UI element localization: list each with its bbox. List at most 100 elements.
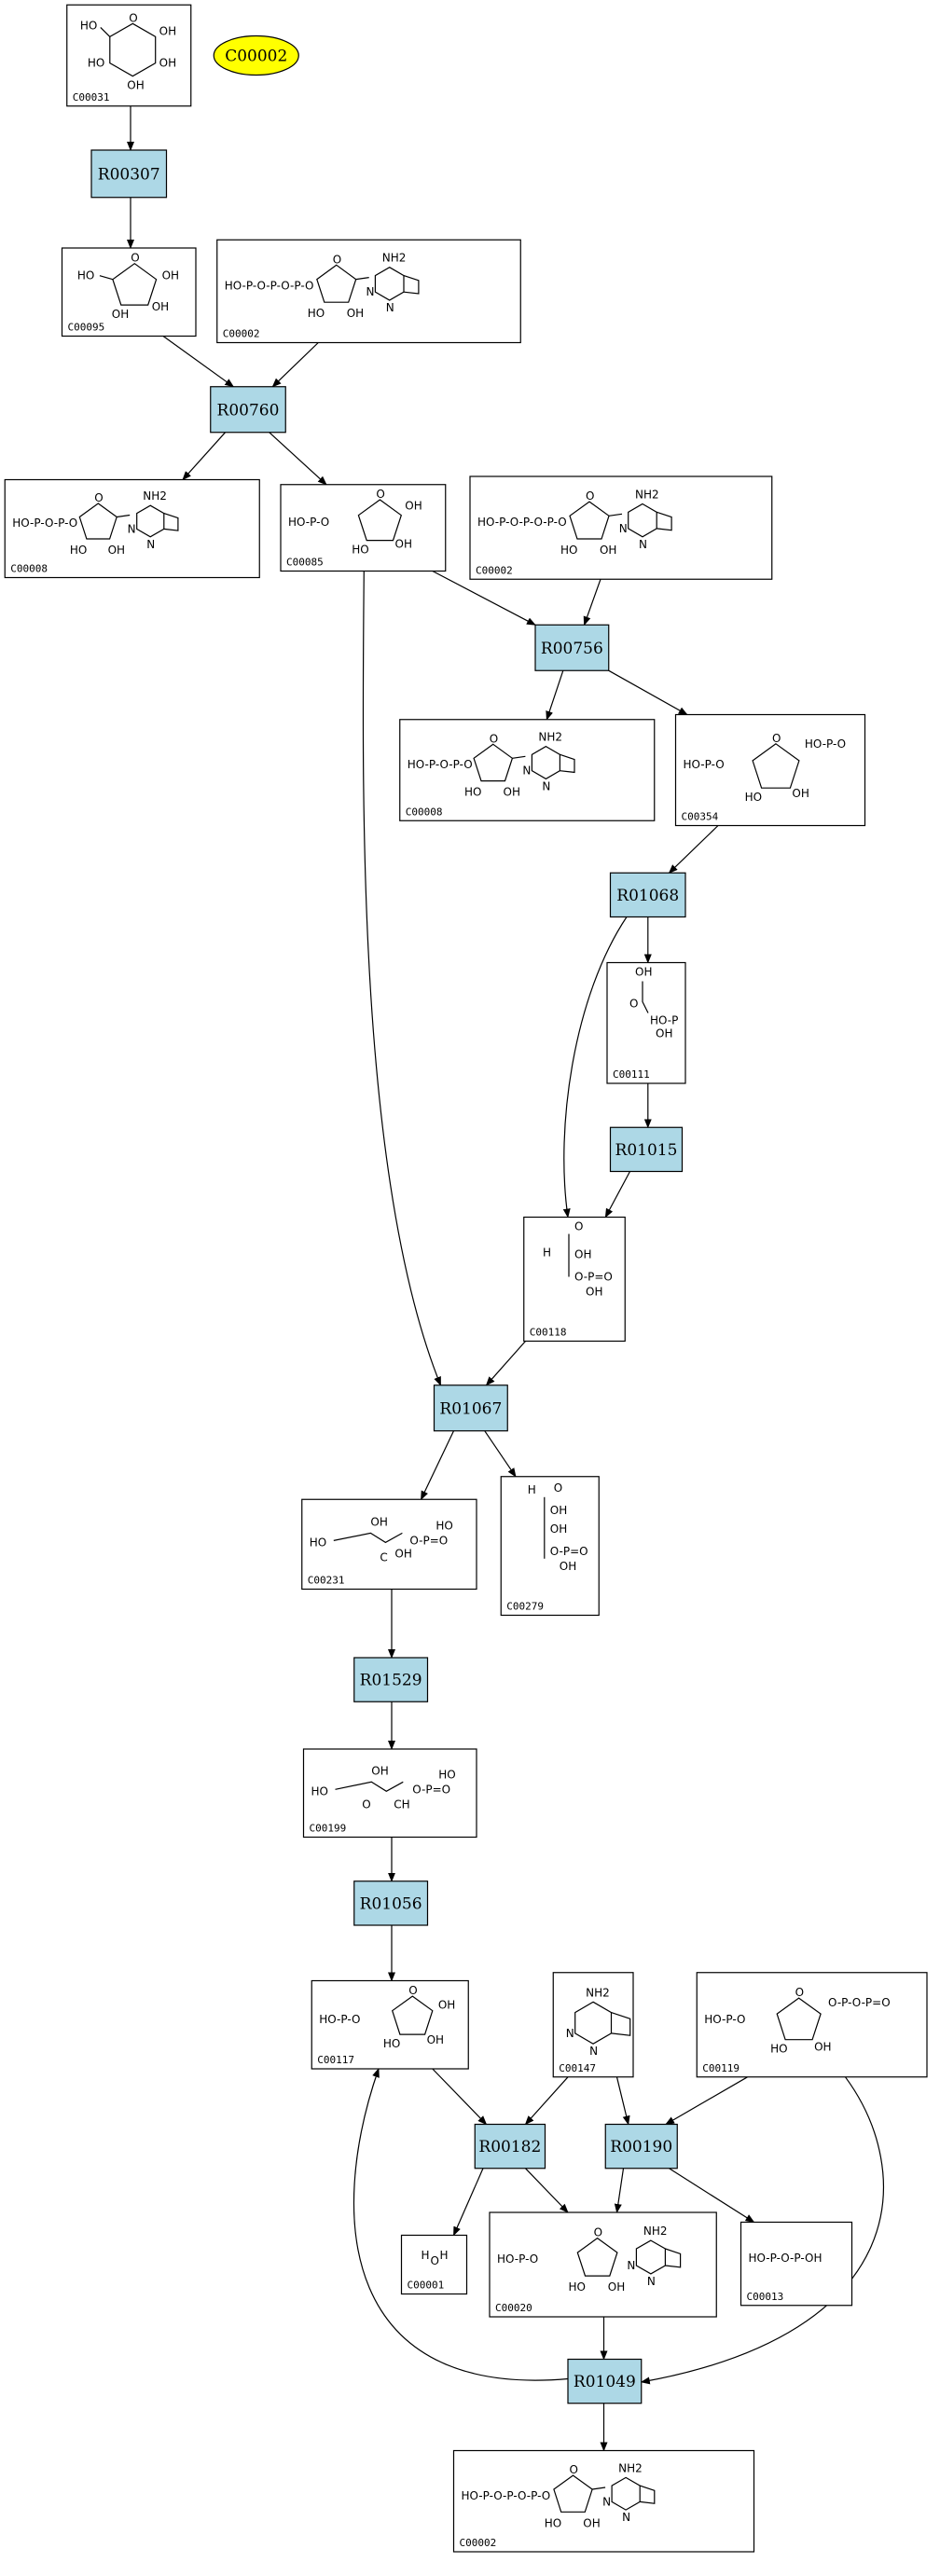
reaction-box[interactable]	[609, 1126, 684, 1173]
compound-box[interactable]	[674, 713, 866, 827]
compound-box[interactable]	[399, 719, 656, 821]
bond	[640, 2485, 656, 2504]
reaction-r01068[interactable]: R01068	[609, 872, 686, 918]
reaction-r01067[interactable]: R01067	[433, 1384, 508, 1432]
compound-box[interactable]	[696, 1972, 928, 2078]
compound-box[interactable]	[489, 2211, 717, 2318]
compound-box[interactable]	[216, 239, 521, 344]
atom-label: HO-P-O	[319, 2013, 360, 2026]
reaction-box[interactable]	[609, 872, 686, 918]
atom-label: OH	[814, 2041, 831, 2054]
atom-label: C	[380, 1550, 387, 1564]
atom-label: HO	[352, 544, 368, 557]
atom-label: OH	[108, 544, 125, 557]
ring	[78, 503, 118, 540]
compound-box[interactable]	[301, 1498, 477, 1591]
compound-box[interactable]	[740, 2221, 853, 2307]
atom-label: HO	[438, 1768, 455, 1781]
compound-box[interactable]	[469, 475, 773, 580]
compound-box[interactable]	[452, 2449, 755, 2553]
atom-label: N	[146, 538, 155, 551]
atom-label: HO-P-O-P-O-P-O	[462, 2489, 551, 2502]
atom-label: O	[570, 2463, 578, 2476]
compound-id: C00354	[682, 811, 719, 823]
atom-label: OH	[656, 1027, 672, 1040]
reaction-r00307[interactable]: R00307	[90, 149, 168, 199]
compound-id: C00199	[310, 1823, 347, 1835]
atom-label: NH2	[382, 252, 407, 265]
atom-label: NH2	[618, 2461, 643, 2474]
atom-label: O	[574, 1220, 583, 1233]
reaction-r01015[interactable]: R01015	[609, 1126, 684, 1173]
compound-box[interactable]	[552, 1972, 634, 2078]
reaction-box[interactable]	[604, 2123, 678, 2170]
reaction-r01049[interactable]: R01049	[567, 2358, 643, 2404]
atom-label: HO-P	[650, 1014, 678, 1027]
ring	[112, 262, 158, 306]
edge-r00760-to-c00008a	[182, 432, 226, 481]
compound-box[interactable]	[400, 2234, 468, 2295]
edge-c00117-to-r00182	[432, 2068, 488, 2126]
reaction-box[interactable]	[210, 386, 286, 434]
compound-id: C00013	[747, 2291, 784, 2303]
compound-box[interactable]	[523, 1216, 626, 1343]
reaction-box[interactable]	[474, 2123, 546, 2170]
edge-c00002b-to-r00756	[583, 579, 601, 627]
atom-label: OH	[550, 1522, 567, 1536]
reaction-r01529[interactable]: R01529	[353, 1657, 429, 1702]
reaction-label: R01068	[616, 887, 679, 905]
atom-label: O	[94, 491, 103, 504]
atom-label: HO	[77, 269, 94, 282]
reaction-box[interactable]	[433, 1384, 508, 1432]
atom-label: OH	[127, 79, 144, 92]
bond	[335, 1781, 404, 1792]
reaction-label: R00756	[541, 640, 603, 658]
atom-label: O	[594, 2226, 602, 2239]
compound-box[interactable]	[4, 478, 260, 579]
reaction-box[interactable]	[90, 149, 168, 199]
reaction-r00760[interactable]: R00760	[210, 386, 286, 434]
reaction-r00182[interactable]: R00182	[474, 2123, 546, 2170]
reaction-box[interactable]	[353, 1657, 429, 1702]
reaction-box[interactable]	[353, 1880, 429, 1926]
compound-oval-label: C00002	[225, 48, 287, 66]
atom-label: H	[528, 1483, 536, 1496]
compound-box[interactable]	[500, 1476, 600, 1617]
compound-id: C00008	[10, 563, 48, 575]
reaction-r01056[interactable]: R01056	[353, 1880, 429, 1926]
reaction-box[interactable]	[567, 2358, 643, 2404]
atom-label: N	[622, 2511, 630, 2524]
compound-id: C00095	[68, 322, 105, 334]
reaction-r00756[interactable]: R00756	[534, 624, 610, 671]
atom-label: OH	[152, 300, 169, 313]
compound-box[interactable]	[311, 1979, 469, 2070]
compound-box[interactable]	[66, 4, 192, 107]
compound-box[interactable]	[302, 1748, 477, 1839]
compound-box[interactable]	[606, 961, 686, 1084]
reaction-box[interactable]	[534, 624, 610, 671]
compound-oval[interactable]	[213, 34, 299, 76]
bond	[403, 275, 420, 295]
compound-box[interactable]	[61, 247, 197, 337]
reaction-r00190[interactable]: R00190	[604, 2123, 678, 2170]
